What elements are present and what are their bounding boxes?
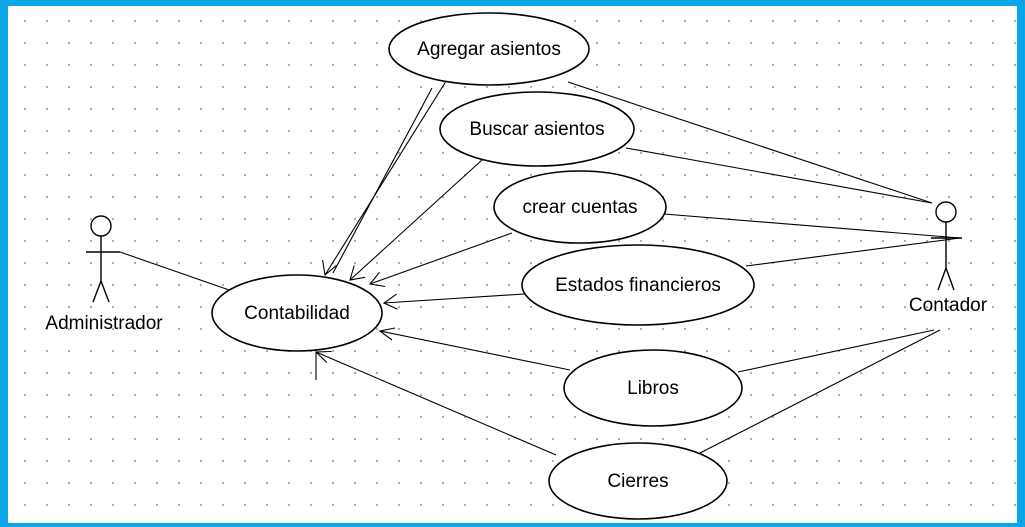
generalization-crear-cuentas (368, 232, 513, 288)
actor-contador[interactable]: Contador (909, 201, 988, 316)
use-case-label: Libros (627, 378, 679, 399)
use-case-contabilidad[interactable]: Contabilidad (211, 274, 383, 352)
use-case-cierres[interactable]: Cierres (548, 442, 728, 520)
generalization-libros (378, 327, 571, 371)
association-contador-cierres (699, 329, 941, 454)
actor-label: Contador (909, 295, 988, 316)
association-contador-estados-financieros (745, 237, 961, 267)
generalization-estados-financieros (382, 293, 525, 310)
use-case-crear-cuentas[interactable]: crear cuentas (493, 170, 667, 244)
use-case-label: Contabilidad (244, 303, 350, 324)
use-case-label: Buscar asientos (469, 119, 604, 140)
generalization-cierres (314, 350, 557, 456)
use-case-buscar-asientos[interactable]: Buscar asientos (439, 91, 635, 167)
use-case-label: crear cuentas (522, 197, 637, 218)
use-case-agregar-asientos[interactable]: Agregar asientos (388, 12, 590, 86)
generalization-agregar-asientos (322, 77, 449, 277)
use-case-libros[interactable]: Libros (563, 349, 743, 427)
use-case-label: Agregar asientos (417, 39, 561, 60)
association-contador-libros (737, 329, 935, 373)
association-contador-buscar-asientos (625, 147, 933, 204)
use-case-label: Cierres (607, 471, 668, 492)
use-case-label: Estados financieros (555, 275, 721, 296)
association-contador-crear-cuentas (663, 213, 961, 239)
association-administrador-contabilidad (119, 251, 233, 292)
generalization-buscar-asientos (349, 159, 483, 281)
association-contador-agregar-asientos (567, 81, 933, 204)
actor-label: Administrador (45, 313, 163, 334)
generalization-agregar-asientos-secondary (332, 87, 433, 274)
stick-figure-icon (931, 201, 962, 291)
use-case-estados-financieros[interactable]: Estados financieros (521, 244, 755, 326)
stick-figure-icon (86, 215, 120, 303)
actor-administrador[interactable]: Administrador (45, 215, 163, 334)
